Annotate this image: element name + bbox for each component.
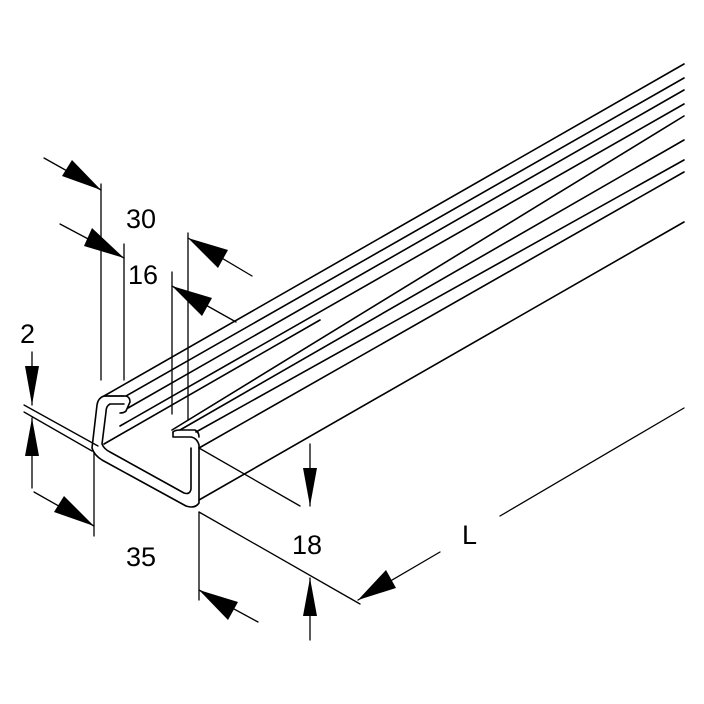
dimension-30: 30 (43, 157, 253, 421)
label-35: 35 (126, 542, 156, 572)
edge-groove-2 (171, 115, 685, 431)
edge-lip-right-inner (195, 159, 685, 433)
rail-profile (91, 63, 685, 508)
edge-top-left-inner (125, 77, 685, 397)
arrow-18-up (303, 578, 317, 616)
rail-end-profile-outer (91, 395, 200, 508)
rail-lip-left (103, 395, 131, 414)
ext-line-18-top (198, 447, 301, 507)
arrow-16-right (172, 286, 212, 316)
label-16: 16 (128, 260, 158, 290)
arrow-18-down (303, 468, 317, 506)
arrow-30-left (62, 160, 101, 190)
dim-line-L-back (499, 407, 685, 517)
ext-line-18-bottom (198, 511, 361, 605)
edge-lip-right-outer (198, 171, 685, 449)
rail-lip-right (172, 429, 200, 438)
edge-groove-1 (119, 103, 685, 427)
label-30: 30 (126, 204, 156, 234)
edge-lip-left-bottom (127, 89, 685, 409)
edge-top-left-outer (103, 63, 685, 397)
dimension-L: L (357, 407, 685, 601)
arrow-16-left (84, 228, 124, 258)
arrow-35-left (54, 496, 94, 526)
edge-lip-right-top (179, 139, 685, 431)
edge-right-side (198, 221, 685, 501)
dimension-18: 18 (198, 443, 361, 641)
ext-line-2-bottom (23, 411, 93, 452)
label-18: 18 (292, 530, 322, 560)
arrow-30-right (188, 238, 228, 268)
dimension-2: 2 (20, 319, 99, 489)
arrow-L-front (358, 570, 396, 600)
arrow-35-right (199, 590, 238, 620)
label-L: L (462, 520, 477, 550)
dimension-35: 35 (33, 451, 259, 623)
arrow-2-down (25, 366, 39, 405)
label-2: 2 (20, 319, 35, 349)
edge-inner-floor (103, 319, 321, 445)
dimension-16: 16 (59, 223, 237, 415)
rail-end-profile-inner (101, 403, 192, 495)
ext-line-2-top (23, 404, 99, 447)
arrow-2-up (25, 418, 39, 456)
